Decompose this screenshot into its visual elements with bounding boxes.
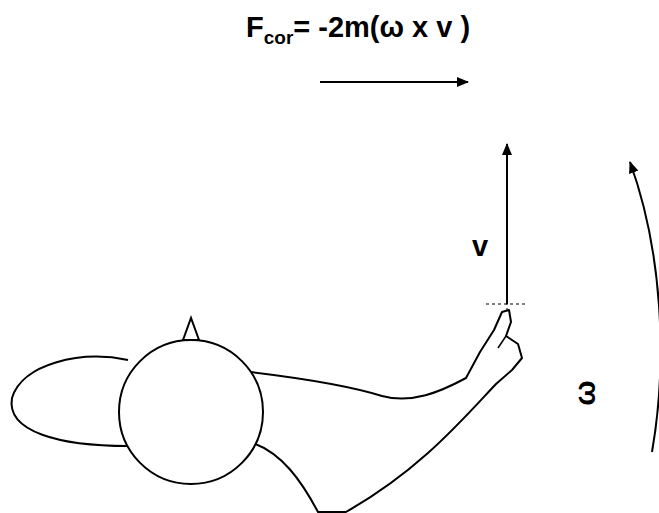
- velocity-label: v: [472, 232, 488, 261]
- angular-velocity-label: ω: [570, 380, 600, 405]
- force-arrow: [320, 81, 468, 83]
- force-symbol: F: [246, 11, 264, 43]
- left-arm: [12, 357, 128, 446]
- right-arm: [250, 310, 522, 512]
- force-subscript: cor: [264, 27, 294, 48]
- velocity-arrow: [506, 144, 508, 304]
- nose: [183, 318, 199, 340]
- finger-crease: [498, 336, 506, 348]
- rotation-arc: [630, 162, 659, 452]
- head: [119, 340, 263, 484]
- reference-mark: [486, 304, 526, 305]
- formula: Fcor= -2m(ω x v ): [246, 10, 470, 50]
- formula-text: = -2m(ω x v ): [293, 11, 470, 43]
